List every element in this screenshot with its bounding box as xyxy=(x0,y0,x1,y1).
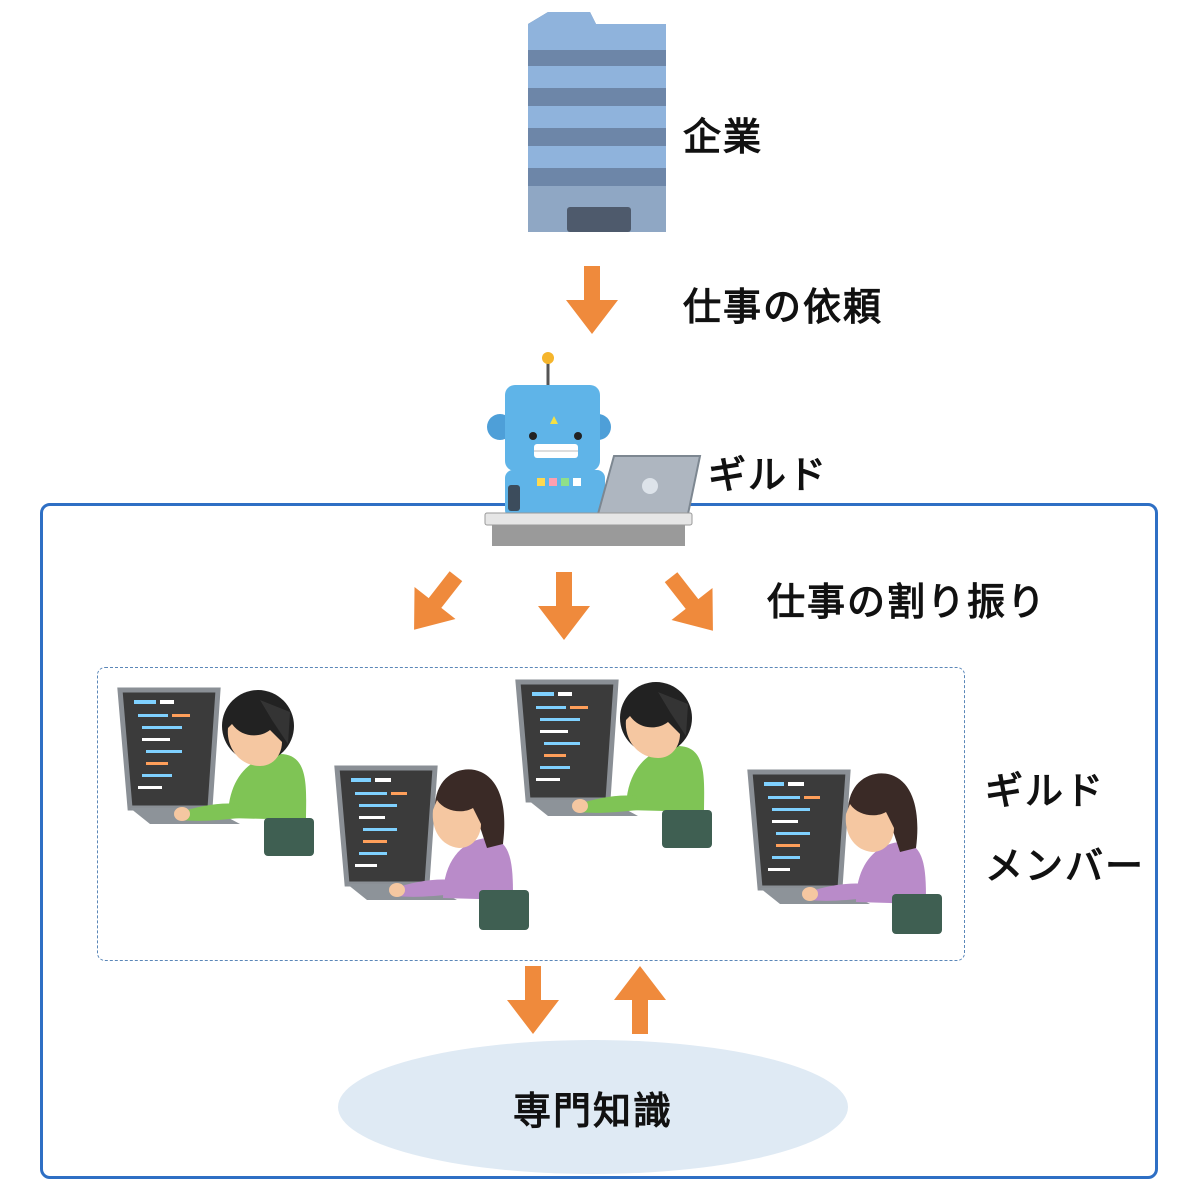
member-2-person-icon xyxy=(337,768,529,930)
company-label: 企業 xyxy=(683,115,764,159)
members-label-line2: メンバー xyxy=(985,844,1146,888)
guild-label: ギルド xyxy=(708,453,829,497)
members-label-line1: ギルド xyxy=(985,769,1106,813)
member-3-person-icon xyxy=(518,682,712,848)
assign-label: 仕事の割り振り xyxy=(767,580,1048,624)
member-4-person-icon xyxy=(750,772,942,934)
request-label: 仕事の依頼 xyxy=(683,285,884,329)
expertise-ellipse xyxy=(338,1040,848,1174)
member-1-person-icon xyxy=(120,690,314,856)
members-group-box xyxy=(97,667,965,961)
expertise-label: 専門知識 xyxy=(512,1088,673,1133)
